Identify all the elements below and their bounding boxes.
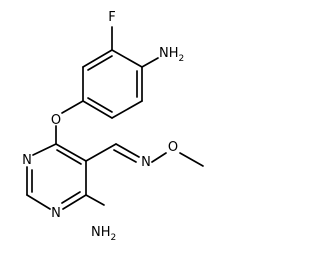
atom-oxime-nitrogen: N [141, 155, 151, 170]
bond-benzene-c4-c5 [82, 100, 113, 119]
atom-oxime-oxygen: O [168, 140, 178, 155]
chemical-structure-diagram: F NH2 O N N NH2 N O [22, 10, 204, 243]
bond-pyrimidine-c4-c5-inner [56, 149, 82, 165]
atom-fluorine: F [108, 10, 115, 25]
amine-top-subscript: 2 [179, 54, 185, 64]
bond-benzene-c6-c1 [82, 49, 113, 68]
amine-bottom-subscript: 2 [111, 233, 117, 243]
amine-bottom-main: NH [91, 225, 111, 240]
bond-pyrimidine-c6-n1 [62, 194, 87, 210]
bond-oxime-oxygen-methyl [179, 152, 204, 167]
bond-oxime-carbon-nitrogen [115, 143, 140, 158]
bond-oxime-carbon-nitrogen-inner [113, 149, 137, 163]
bond-benzene-c3-c4 [111, 100, 143, 119]
amine-top-main: NH [159, 46, 179, 61]
atom-amine-bottom: NH2 [91, 225, 116, 243]
atom-ether-oxygen: O [51, 113, 61, 128]
bond-oxime-nitrogen-oxygen [151, 152, 167, 163]
bond-c-amine-bottom [85, 194, 105, 206]
bond-c-oxime-carbon [85, 143, 117, 162]
bond-benzene-c1-c2 [111, 49, 143, 68]
atom-labels: F NH2 O N N NH2 N O [22, 10, 184, 243]
bond-pyrimidine-n1-c2 [26, 194, 51, 210]
atom-amine-top: NH2 [159, 46, 184, 64]
bond-c-amine-top [141, 57, 159, 68]
bond-benzene-c6-c1-inner [87, 55, 113, 71]
atom-pyrimidine-n1: N [51, 206, 61, 221]
bond-pyrimidine-c6-n1-inner [61, 191, 81, 204]
bond-pyrimidine-c4-c5 [55, 143, 87, 162]
bond-group [26, 26, 204, 210]
atom-pyrimidine-n3: N [22, 153, 32, 168]
bond-c-ether-oxygen [61, 100, 84, 114]
bond-pyrimidine-n3-c4 [32, 143, 57, 156]
bond-benzene-c4-c5-inner [87, 97, 113, 113]
